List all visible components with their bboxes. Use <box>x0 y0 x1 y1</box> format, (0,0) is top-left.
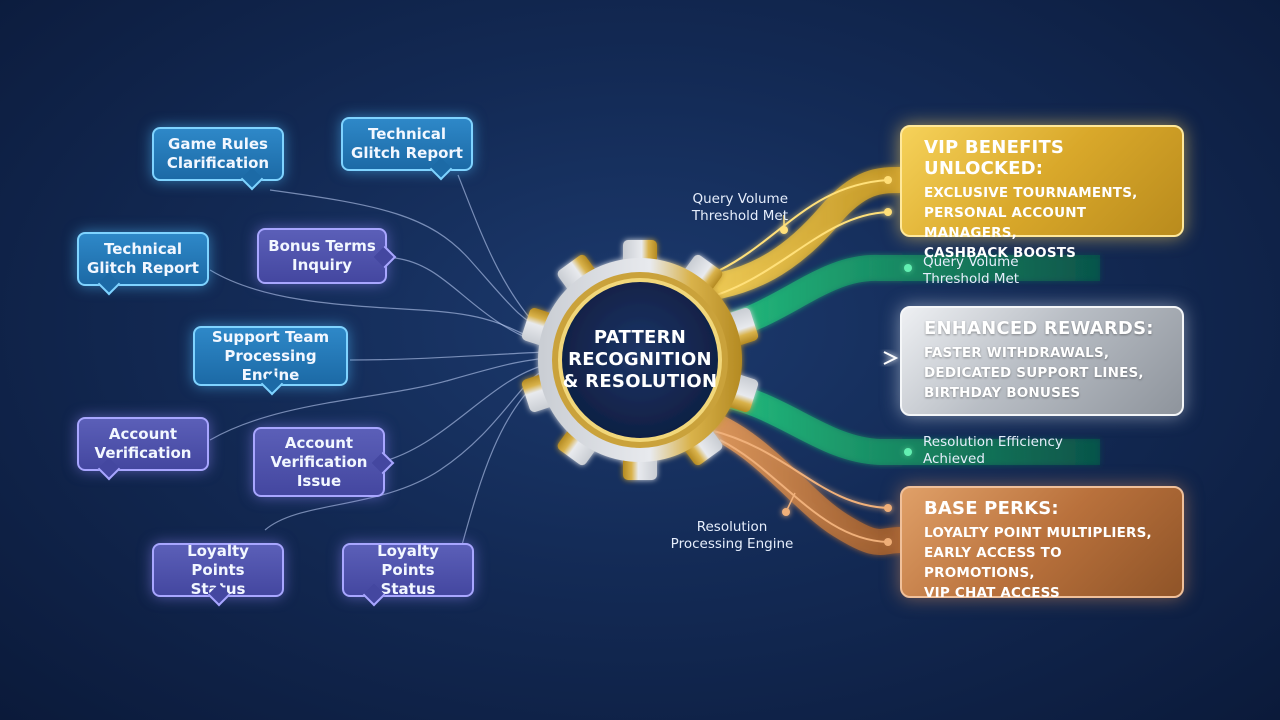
incoming-wires <box>209 174 546 546</box>
flow-label-resolution-engine: Resolution Processing Engine <box>670 519 794 552</box>
stream-node <box>884 504 892 512</box>
stream-thread <box>709 429 889 509</box>
stream-thread <box>719 179 889 271</box>
flow-label-query-volume-gold: Query Volume Threshold Met <box>691 191 788 224</box>
tier-vip-line: CASHBACK BOOSTS <box>924 245 1077 261</box>
tier-base-title: BASE PERKS: <box>924 498 1059 519</box>
gear-icon <box>521 240 759 480</box>
tier-vip-line: PERSONAL ACCOUNT MANAGERS, <box>924 205 1087 241</box>
tier-enhanced-card: ENHANCED REWARDS: FASTER WITHDRAWALS, DE… <box>900 306 1184 416</box>
stream-node <box>884 538 892 546</box>
query-technical-glitch-top: Technical Glitch Report <box>341 117 473 171</box>
tier-base-line: EARLY ACCESS TO PROMOTIONS, <box>924 545 1062 581</box>
hub-title: PATTERN RECOGNITION & RESOLUTION <box>562 327 718 392</box>
flow-label-resolution-efficiency: Resolution Efficiency Achieved <box>923 434 1063 467</box>
tier-base-card: BASE PERKS: LOYALTY POINT MULTIPLIERS, E… <box>900 486 1184 601</box>
tier-vip-card: VIP BENEFITS UNLOCKED: EXCLUSIVE TOURNAM… <box>900 125 1184 261</box>
gold-stream <box>677 167 913 303</box>
wire <box>387 364 546 461</box>
wire <box>209 357 546 441</box>
wire <box>264 369 546 531</box>
bronze-stream <box>687 407 913 555</box>
tier-enhanced-line: BIRTHDAY BONUSES <box>924 385 1081 401</box>
query-account-verification-issue: Account Verification Issue <box>253 427 385 497</box>
tier-enhanced-line: FASTER WITHDRAWALS, <box>924 345 1110 361</box>
stream-node <box>904 448 912 456</box>
tier-enhanced-title: ENHANCED REWARDS: <box>924 318 1154 339</box>
query-loyalty-points-left: Loyalty Points Status <box>152 542 284 598</box>
wire <box>209 269 546 341</box>
tier-base-line: LOYALTY POINT MULTIPLIERS, <box>924 525 1152 541</box>
arrow-head <box>883 351 899 365</box>
stream-node <box>904 264 912 272</box>
query-support-team: Support Team Processing Engine <box>193 326 348 386</box>
stream-node <box>780 226 788 234</box>
tier-vip-line: EXCLUSIVE TOURNAMENTS, <box>924 185 1138 201</box>
flow-label-query-volume-green: Query Volume Threshold Met <box>923 254 1020 287</box>
wire <box>394 257 546 346</box>
silver-stream <box>720 347 899 369</box>
query-game-rules: Game Rules Clarification <box>152 127 284 181</box>
query-bonus-terms: Bonus Terms Inquiry <box>257 228 387 284</box>
query-loyalty-points-right: Loyalty Points Status <box>342 542 474 598</box>
stream-thread <box>719 439 889 543</box>
wire <box>269 189 546 331</box>
query-technical-glitch-left: Technical Glitch Report <box>77 232 209 286</box>
stream-node <box>884 176 892 184</box>
tier-base-line: VIP CHAT ACCESS <box>924 585 1060 601</box>
stream-node <box>884 208 892 216</box>
stream-thread <box>699 211 889 301</box>
gear-hub <box>562 282 718 438</box>
wire <box>349 351 546 361</box>
tier-vip-title: VIP BENEFITS UNLOCKED: <box>924 137 1065 179</box>
tier-enhanced-line: DEDICATED SUPPORT LINES, <box>924 365 1144 381</box>
stream-node <box>782 508 790 516</box>
query-account-verification: Account Verification <box>77 417 209 471</box>
